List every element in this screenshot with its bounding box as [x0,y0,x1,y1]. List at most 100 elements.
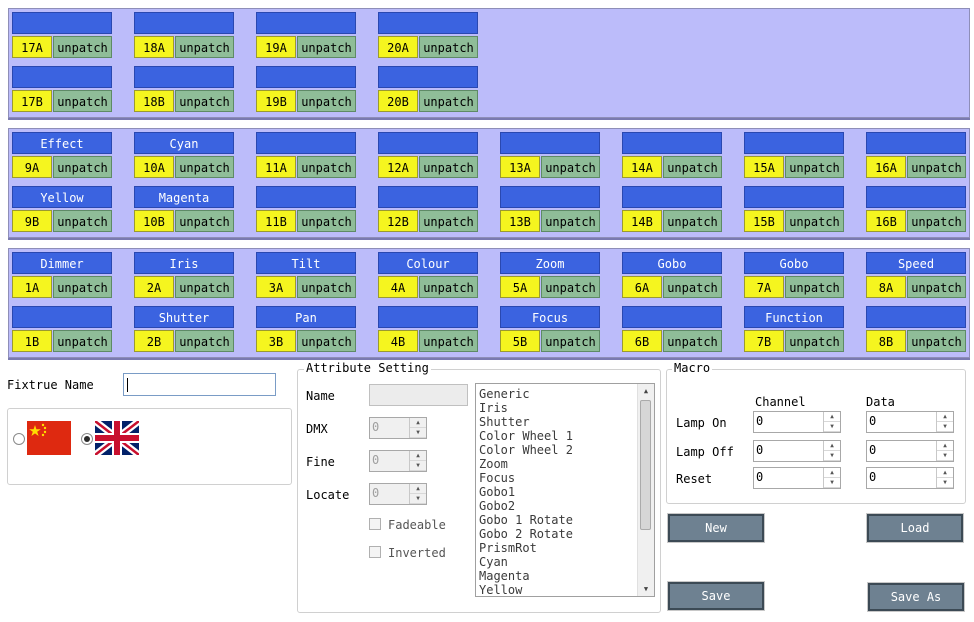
spin-down-icon[interactable]: ▼ [410,494,426,504]
attribute-name-cell[interactable] [378,66,478,88]
language-radio-english[interactable] [81,433,93,445]
unpatch-button[interactable]: unpatch [419,210,478,232]
list-item[interactable]: Iris [479,401,508,415]
unpatch-button[interactable]: unpatch [663,276,722,298]
attribute-name-cell[interactable] [256,66,356,88]
attr-fine-arrows[interactable]: ▲▼ [409,451,426,471]
channel-cell[interactable]: 11A [256,156,296,178]
attribute-name-cell[interactable] [378,12,478,34]
channel-cell[interactable]: 11B [256,210,296,232]
unpatch-button[interactable]: unpatch [419,36,478,58]
macro-data-spinner[interactable]: 0▲▼ [866,467,954,489]
attribute-name-cell[interactable] [866,186,966,208]
channel-cell[interactable]: 16A [866,156,906,178]
attribute-name-cell[interactable]: Function [744,306,844,328]
unpatch-button[interactable]: unpatch [907,156,966,178]
list-item[interactable]: Zoom [479,457,508,471]
list-item[interactable]: Focus [479,471,516,485]
macro-channel-spinner[interactable]: 0▲▼ [753,411,841,433]
attribute-name-cell[interactable]: Colour [378,252,478,274]
spin-up-icon[interactable]: ▲ [824,468,840,478]
attribute-name-cell[interactable]: Focus [500,306,600,328]
attribute-name-cell[interactable] [500,132,600,154]
channel-cell[interactable]: 14A [622,156,662,178]
spin-up-icon[interactable]: ▲ [937,441,953,451]
unpatch-button[interactable]: unpatch [907,210,966,232]
load-button[interactable]: Load [866,513,964,543]
channel-cell[interactable]: 5A [500,276,540,298]
attribute-name-cell[interactable] [866,306,966,328]
macro-channel-spinner[interactable]: 0▲▼ [753,467,841,489]
channel-cell[interactable]: 8B [866,330,906,352]
attribute-name-cell[interactable]: Magenta [134,186,234,208]
macro-data-spinner[interactable]: 0▲▼ [866,440,954,462]
spin-up-icon[interactable]: ▲ [824,441,840,451]
channel-cell[interactable]: 10A [134,156,174,178]
attribute-name-cell[interactable] [500,186,600,208]
unpatch-button[interactable]: unpatch [785,210,844,232]
channel-cell[interactable]: 3B [256,330,296,352]
attribute-name-cell[interactable]: Shutter [134,306,234,328]
channel-cell[interactable]: 12A [378,156,418,178]
attr-dmx-spinner[interactable]: 0 ▲▼ [369,417,427,439]
scroll-thumb[interactable] [640,400,651,530]
list-item[interactable]: Gobo1 [479,485,516,499]
new-button[interactable]: New [667,513,765,543]
scroll-down-icon[interactable]: ▼ [643,585,649,593]
chinese-flag-icon[interactable] [27,421,71,455]
attribute-name-cell[interactable] [744,132,844,154]
channel-cell[interactable]: 18B [134,90,174,112]
attribute-name-cell[interactable] [12,12,112,34]
unpatch-button[interactable]: unpatch [419,156,478,178]
attribute-name-cell[interactable] [134,12,234,34]
macro-channel-spinner[interactable]: 0▲▼ [753,440,841,462]
channel-cell[interactable]: 5B [500,330,540,352]
spin-down-icon[interactable]: ▼ [824,422,840,432]
unpatch-button[interactable]: unpatch [541,330,600,352]
attribute-name-cell[interactable] [256,186,356,208]
attribute-name-cell[interactable] [12,66,112,88]
list-item[interactable]: Magenta [479,569,530,583]
channel-cell[interactable]: 15B [744,210,784,232]
channel-cell[interactable]: 1A [12,276,52,298]
unpatch-button[interactable]: unpatch [175,330,234,352]
unpatch-button[interactable]: unpatch [53,210,112,232]
list-item[interactable]: Generic [479,387,530,401]
attribute-name-cell[interactable] [866,132,966,154]
unpatch-button[interactable]: unpatch [175,276,234,298]
unpatch-button[interactable]: unpatch [663,156,722,178]
unpatch-button[interactable]: unpatch [297,210,356,232]
channel-cell[interactable]: 1B [12,330,52,352]
attribute-name-cell[interactable]: Pan [256,306,356,328]
spin-down-icon[interactable]: ▼ [937,422,953,432]
channel-cell[interactable]: 4B [378,330,418,352]
unpatch-button[interactable]: unpatch [53,36,112,58]
attribute-name-cell[interactable] [622,306,722,328]
list-item[interactable]: Gobo 1 Rotate [479,513,573,527]
unpatch-button[interactable]: unpatch [541,210,600,232]
fixture-name-input[interactable] [123,373,276,396]
list-item[interactable]: Color Wheel 2 [479,443,573,457]
spin-up-icon[interactable]: ▲ [410,451,426,461]
channel-cell[interactable]: 14B [622,210,662,232]
channel-cell[interactable]: 20A [378,36,418,58]
spin-down-icon[interactable]: ▼ [824,451,840,461]
channel-cell[interactable]: 6A [622,276,662,298]
attr-locate-spinner[interactable]: 0 ▲▼ [369,483,427,505]
attribute-list-scrollbar[interactable]: ▲ ▼ [637,384,654,596]
unpatch-button[interactable]: unpatch [907,330,966,352]
spin-arrows[interactable]: ▲▼ [936,412,953,432]
save-as-button[interactable]: Save As [867,582,965,612]
unpatch-button[interactable]: unpatch [419,90,478,112]
list-item[interactable]: Gobo2 [479,499,516,513]
spin-arrows[interactable]: ▲▼ [936,468,953,488]
attribute-name-cell[interactable]: Iris [134,252,234,274]
channel-cell[interactable]: 8A [866,276,906,298]
attribute-name-cell[interactable] [256,12,356,34]
unpatch-button[interactable]: unpatch [541,276,600,298]
attribute-name-cell[interactable]: Gobo [622,252,722,274]
channel-cell[interactable]: 17A [12,36,52,58]
spin-up-icon[interactable]: ▲ [410,484,426,494]
channel-cell[interactable]: 17B [12,90,52,112]
